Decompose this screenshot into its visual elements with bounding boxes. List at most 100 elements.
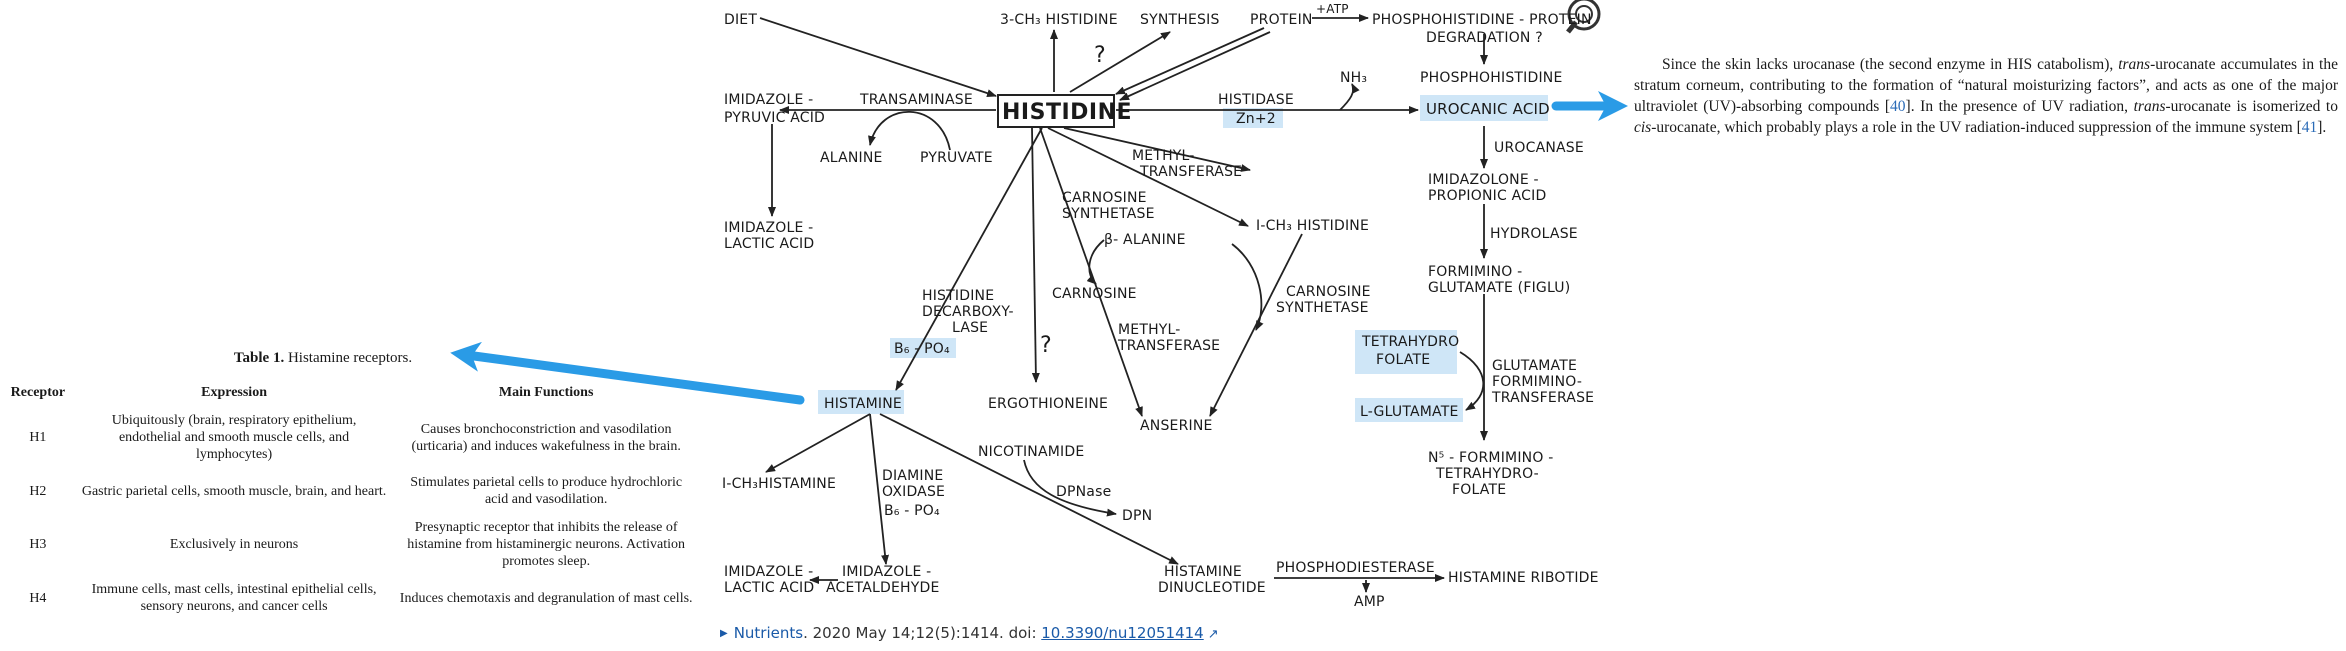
label-carnosine-synthetase-b-1: CARNOSINE <box>1286 284 1371 300</box>
cell-functions: Induces chemotaxis and degranulation of … <box>399 590 693 606</box>
cell-functions: Presynaptic receptor that inhibits the r… <box>407 520 686 569</box>
label-imidazole-lactic-2: LACTIC ACID <box>724 236 814 252</box>
label-beta-alanine: β- ALANINE <box>1104 232 1186 248</box>
label-ergothioneine: ERGOTHIONEINE <box>988 396 1108 412</box>
label-n5-2: TETRAHYDRO- <box>1435 466 1539 482</box>
table-caption: Table 1. Histamine receptors. <box>233 350 413 366</box>
histidine-box <box>997 94 1115 128</box>
label-methyl-transferase-1: METHYL- <box>1132 148 1195 164</box>
label-glutamate-ft-2: FORMIMINO- <box>1492 374 1582 390</box>
label-methyl-transferase-b-1: METHYL- <box>1118 322 1181 338</box>
label-tetrahydrofolate-2: FOLATE <box>1376 352 1430 368</box>
label-methyl-transferase-2: TRANSFERASE <box>1139 164 1242 180</box>
table-row: H2 Gastric parietal cells, smooth muscle… <box>0 466 700 516</box>
label-phosphohistidine: PHOSPHOHISTIDINE <box>1420 70 1563 86</box>
label-1-methyl-histidine: I-CH₃ HISTIDINE <box>1256 218 1369 234</box>
label-pyruvate: PYRUVATE <box>920 150 993 166</box>
label-zn: Zn+2 <box>1236 111 1276 127</box>
label-glutamate-ft-1: GLUTAMATE <box>1492 358 1577 374</box>
citation: ▶ Nutrients. 2020 May 14;12(5):1414. doi:… <box>720 624 1219 642</box>
label-methyl-transferase-b-2: TRANSFERASE <box>1117 338 1220 354</box>
cell-expression: Gastric parietal cells, smooth muscle, b… <box>81 483 387 499</box>
label-urocanase: UROCANASE <box>1494 140 1584 156</box>
label-transaminase: TRANSAMINASE <box>859 92 973 108</box>
label-imidazole-pyruvic-1: IMIDAZOLE - <box>724 92 813 108</box>
label-l-glutamate: L-GLUTAMATE <box>1360 404 1459 420</box>
label-diamine-oxidase-1: DIAMINE <box>882 468 943 484</box>
external-link-icon[interactable]: ↗ <box>1207 627 1219 642</box>
label-imidazolone-1: IMIDAZOLONE - <box>1428 172 1539 188</box>
label-protein: PROTEIN <box>1250 12 1313 28</box>
label-alanine: ALANINE <box>820 150 883 166</box>
expand-triangle-icon[interactable]: ▶ <box>720 628 728 639</box>
label-hydrolase: HYDROLASE <box>1490 226 1578 242</box>
label-carnosine: CARNOSINE <box>1052 286 1137 302</box>
pathway-arrows <box>759 14 1488 593</box>
cell-receptor: H1 <box>29 430 47 445</box>
label-histidine-decarboxylase-3: LASE <box>952 320 988 336</box>
label-dpn: DPN <box>1122 508 1152 524</box>
cell-receptor: H3 <box>29 537 47 552</box>
label-1-methyl-histamine: I-CH₃HISTAMINE <box>722 476 836 492</box>
label-amp: AMP <box>1354 594 1385 610</box>
histamine-highlight <box>818 390 904 414</box>
citation-details: . 2020 May 14;12(5):1414. doi: <box>803 624 1042 642</box>
diagram-labels: DIET 3-CH₃ HISTIDINE SYNTHESIS PROTEIN +… <box>722 2 1599 610</box>
reference-link-40[interactable]: 40 <box>1890 98 1906 115</box>
label-carnosine-synthetase-2: SYNTHETASE <box>1062 206 1155 222</box>
label-synthesis: SYNTHESIS <box>1140 12 1220 28</box>
cell-expression: Immune cells, mast cells, intestinal epi… <box>91 582 377 614</box>
label-atp: +ATP <box>1316 2 1349 16</box>
label-imidazole-lactic-b-2: LACTIC ACID <box>724 580 814 596</box>
label-formimino-2: GLUTAMATE (FIGLU) <box>1428 280 1570 296</box>
label-imidazolone-2: PROPIONIC ACID <box>1428 188 1546 204</box>
label-imidazole-acetaldehyde-2: ACETALDEHYDE <box>826 580 940 596</box>
cell-expression: Exclusively in neurons <box>169 537 299 552</box>
tetrahydrofolate-highlight <box>1355 330 1457 374</box>
label-histamine-dinucleotide-1: HISTAMINE <box>1164 564 1242 580</box>
urocanate-paragraph: Since the skin lacks urocanase (the seco… <box>1634 56 2338 136</box>
table-header-row: Receptor Expression Main Functions <box>0 380 700 409</box>
cell-functions: Stimulates parietal cells to produce hyd… <box>410 475 683 507</box>
label-histamine-ribotide: HISTAMINE RIBOTIDE <box>1448 570 1599 586</box>
journal-link[interactable]: Nutrients <box>733 624 804 642</box>
table-row: H3 Exclusively in neurons Presynaptic re… <box>0 516 700 573</box>
histamine-arrow <box>450 341 805 405</box>
label-question-top: ? <box>1094 43 1106 68</box>
label-carnosine-synthetase-b-2: SYNTHETASE <box>1276 300 1369 316</box>
cell-functions: Causes bronchoconstriction and vasodilat… <box>411 421 681 454</box>
label-nicotinamide: NICOTINAMIDE <box>978 444 1084 460</box>
label-n5-1: N⁵ - FORMIMINO - <box>1428 450 1553 466</box>
label-anserine: ANSERINE <box>1140 418 1213 434</box>
b6-highlight <box>890 338 956 358</box>
table-row: H1 Ubiquitously (brain, respiratory epit… <box>0 409 700 466</box>
label-carnosine-synthetase-1: CARNOSINE <box>1062 190 1147 206</box>
label-n5-3: FOLATE <box>1452 482 1506 498</box>
label-diamine-oxidase-3: B₆ - PO₄ <box>884 503 940 519</box>
label-3-methyl-histidine: 3-CH₃ HISTIDINE <box>1000 12 1118 28</box>
label-question-mid: ? <box>1040 333 1052 358</box>
header-main-functions: Main Functions <box>498 385 594 400</box>
zn-highlight <box>1223 108 1283 128</box>
label-phosphohistidine-protein: PHOSPHOHISTIDINE - PROTEIN <box>1372 12 1592 28</box>
doi-link[interactable]: 10.3390/nu12051414 <box>1041 624 1204 642</box>
label-tetrahydrofolate-1: TETRAHYDRO <box>1361 334 1459 350</box>
magnifier-icon[interactable] <box>1566 0 1601 34</box>
label-imidazole-pyruvic-2: PYRUVIC ACID <box>724 110 825 126</box>
label-histidine-decarboxylase-2: DECARBOXY- <box>922 304 1014 320</box>
label-phosphodiesterase: PHOSPHODIESTERASE <box>1276 560 1435 576</box>
label-imidazole-acetaldehyde-1: IMIDAZOLE - <box>842 564 931 580</box>
l-glutamate-highlight <box>1355 398 1463 422</box>
cell-receptor: H2 <box>29 483 47 499</box>
reference-link-41[interactable]: 41 <box>2301 119 2318 136</box>
label-histidase: HISTIDASE <box>1218 92 1294 108</box>
urocanic-acid-highlight <box>1420 95 1548 121</box>
label-glutamate-ft-3: TRANSFERASE <box>1491 390 1594 406</box>
cell-expression: Ubiquitously (brain, respiratory epithel… <box>111 413 357 462</box>
header-receptor: Receptor <box>10 385 66 400</box>
label-histidine: HISTIDINE <box>1002 100 1132 125</box>
histamine-receptor-table: Receptor Expression Main Functions H1 Ub… <box>0 380 700 623</box>
label-histamine-dinucleotide-2: DINUCLEOTIDE <box>1158 580 1266 596</box>
label-imidazole-lactic-b-1: IMIDAZOLE - <box>724 564 813 580</box>
